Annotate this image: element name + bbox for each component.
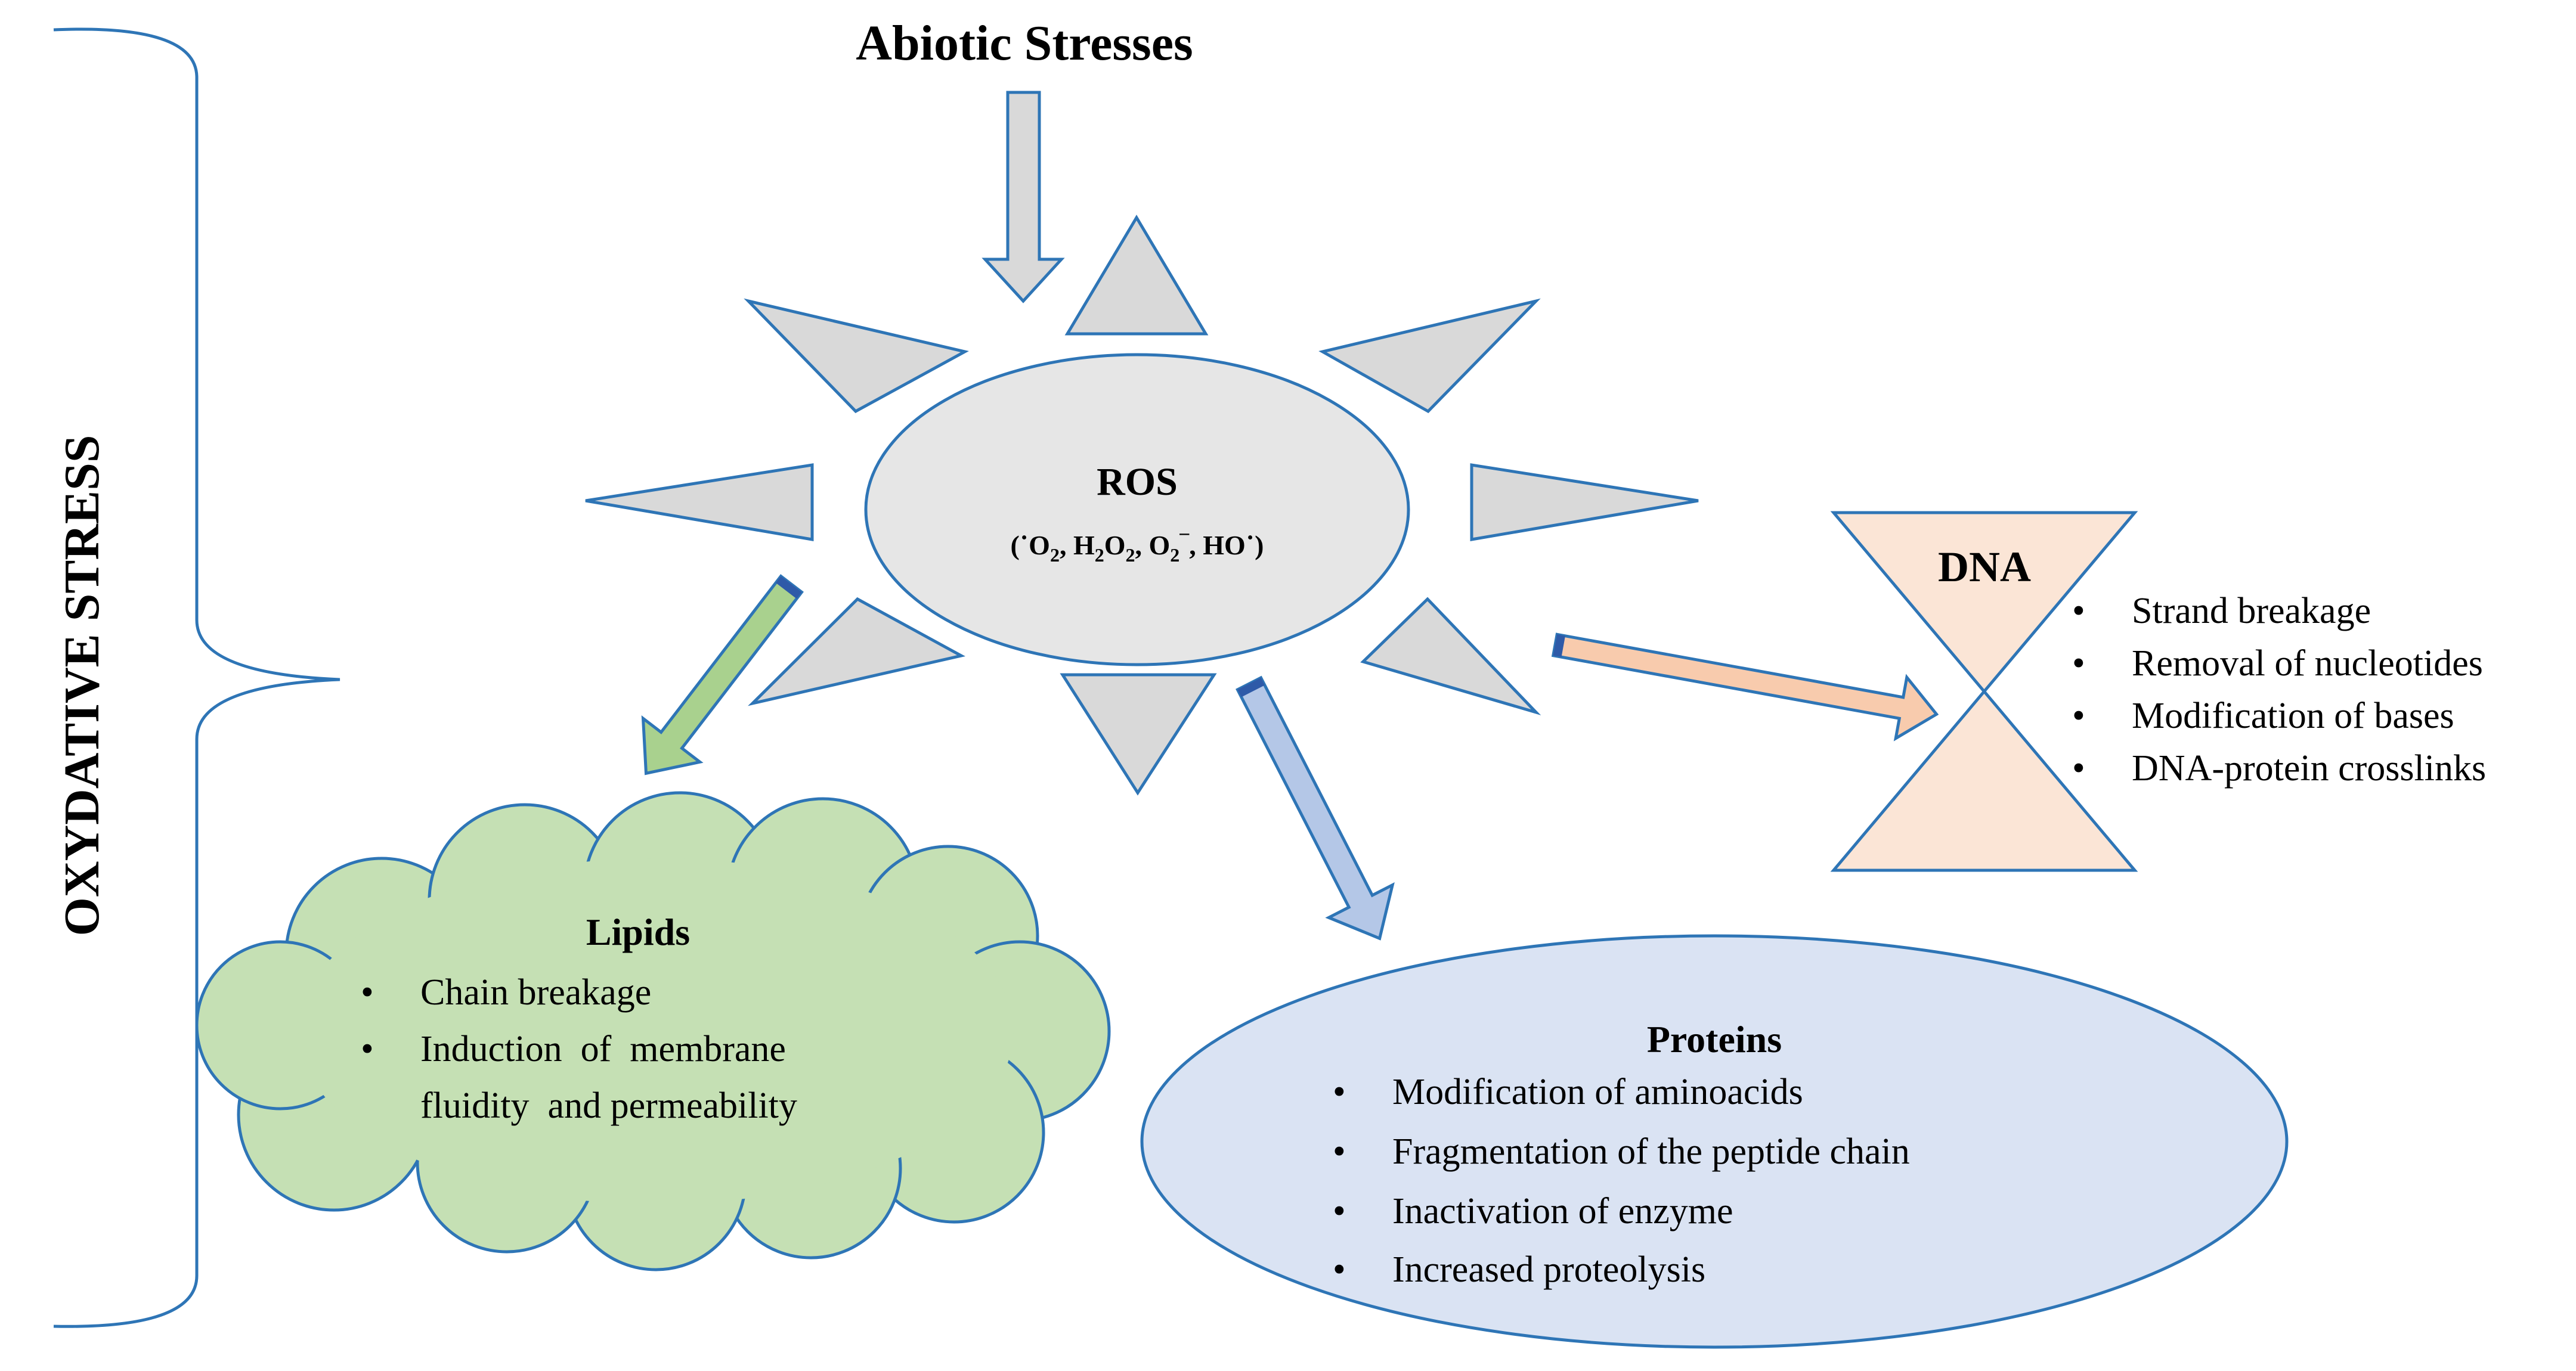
oxidative-stress-bracket [53,27,340,1328]
dna-effects-list: • Strand breakage • Removal of nucleotid… [2072,591,2486,789]
lipids-cloud [195,791,1111,1271]
arrow-to-proteins [1236,675,1395,941]
dna-hourglass [1830,511,2138,872]
dna-item: DNA-protein crosslinks [2132,748,2486,789]
side-label: OXYDATIVE STRESS [54,435,110,936]
lipids-item: Induction of membrane [420,1029,786,1069]
title-abiotic-stresses: Abiotic Stresses [856,15,1193,71]
ray-top-left [744,298,969,414]
proteins-item: Modification of aminoacids [1392,1072,1803,1112]
proteins-bullet: • [1333,1191,1346,1232]
proteins-bullet: • [1333,1249,1346,1290]
dna-item: Modification of bases [2132,696,2454,736]
proteins-item: Fragmentation of the peptide chain [1392,1131,1910,1172]
proteins-label: Proteins [1647,1018,1782,1060]
dna-bullet: • [2072,643,2085,684]
input-arrow [982,91,1065,303]
ray-left [585,463,814,541]
proteins-ellipse [1140,934,2289,1349]
ros-rays [585,215,1699,796]
ray-bottom-left [748,597,965,706]
arrow-to-dna [1551,632,1939,742]
lipids-item: Chain breakage [420,972,651,1013]
lipids-label: Lipids [586,911,690,953]
lipids-item: fluidity and permeability [420,1085,797,1126]
proteins-item: Increased proteolysis [1392,1249,1705,1290]
dna-bullet: • [2072,748,2085,789]
arrow-to-lipids [641,574,804,776]
proteins-bullet: • [1333,1131,1346,1172]
dna-item: Strand breakage [2132,591,2371,631]
ros-ellipse [864,353,1410,666]
lipids-bullet: • [361,972,374,1013]
dna-label: DNA [1938,543,2031,591]
dna-item: Removal of nucleotides [2132,643,2483,684]
ray-top-right [1318,298,1541,414]
proteins-effects-list: • Modification of aminoacids • Fragmenta… [1333,1072,1910,1290]
ray-bottom-right [1360,597,1541,716]
proteins-item: Inactivation of enzyme [1392,1191,1733,1232]
proteins-bullet: • [1333,1072,1346,1112]
lipids-bullet: • [361,1029,374,1069]
dna-bullet: • [2072,696,2085,736]
ros-species: (˙O2, H2O2, O2–, HO˙) [1011,522,1264,566]
ray-bottom [1060,673,1217,796]
ray-right [1470,463,1699,541]
dna-bullet: • [2072,591,2085,631]
ray-top [1064,215,1209,336]
ros-label: ROS [1097,460,1178,504]
lipids-effects-list: • Chain breakage • Induction of membrane… [361,972,797,1126]
